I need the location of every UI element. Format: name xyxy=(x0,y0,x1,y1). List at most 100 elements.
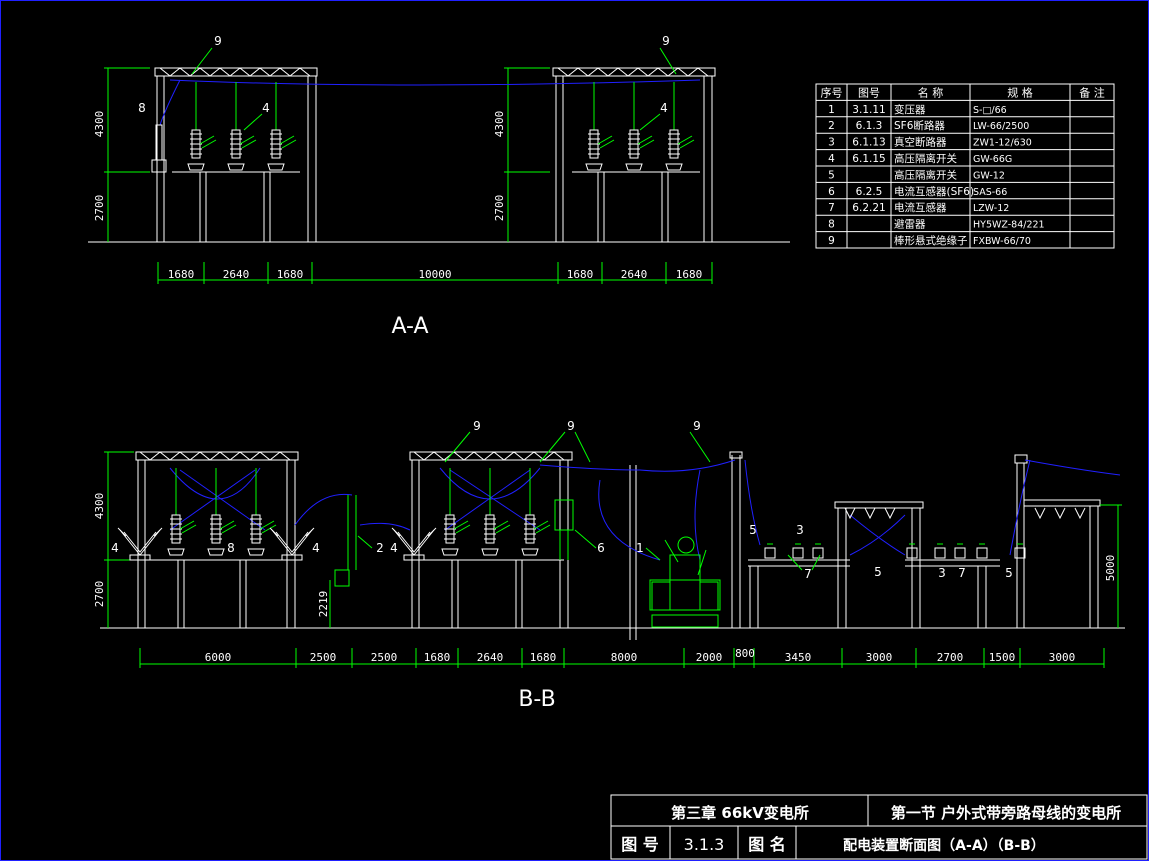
table-cell-r3-c2: 高压隔离开关 xyxy=(894,152,957,165)
table-cell-r1-c0: 2 xyxy=(828,120,835,132)
disconnectors-aa xyxy=(151,124,695,173)
bb-label-4a: 4 xyxy=(111,541,119,555)
bb-height-2700: 2700 xyxy=(93,581,106,608)
table-cell-r3-c0: 4 xyxy=(828,153,835,165)
bb-span-5: 1680 xyxy=(530,651,557,664)
aa-span-6: 1680 xyxy=(676,268,703,281)
bb-leaders xyxy=(357,431,821,571)
table-header-0: 序号 xyxy=(821,85,843,99)
aa-label-4-right: 4 xyxy=(660,101,668,115)
bb-span-7: 2000 xyxy=(696,651,723,664)
table-cell-r4-c2: 高压隔离开关 xyxy=(894,168,957,181)
table-cell-r6-c0: 7 xyxy=(828,202,835,214)
bb-label-7a: 7 xyxy=(804,567,812,581)
bb-label-3b: 3 xyxy=(938,566,946,580)
table-cell-r0-c2: 变压器 xyxy=(894,103,926,116)
bb-height-5000: 5000 xyxy=(1104,555,1117,582)
bb-span-0: 6000 xyxy=(205,651,232,664)
aa-height-2700-left: 2700 xyxy=(93,195,106,222)
bb-span-10: 3000 xyxy=(866,651,893,664)
gantry-beam-right xyxy=(552,67,716,77)
bb-label-2: 2 xyxy=(376,541,384,555)
aa-height-2700-right: 2700 xyxy=(493,195,506,222)
table-header-4: 备 注 xyxy=(1079,85,1105,99)
table-cell-r5-c3: SAS-66 xyxy=(973,187,1007,198)
table-cell-r7-c3: HY5WZ-84/221 xyxy=(973,220,1045,231)
bb-label-7b: 7 xyxy=(958,566,966,580)
table-cell-r6-c3: LZW-12 xyxy=(973,203,1009,214)
drawing-no: 3.1.3 xyxy=(684,835,725,854)
bb-label-6: 6 xyxy=(597,541,605,555)
equipment-bb xyxy=(175,468,721,628)
bb-height-2219: 2219 xyxy=(317,591,330,618)
bb-label-9b: 9 xyxy=(567,419,575,433)
bb-section-title: B-B xyxy=(518,687,555,712)
aa-height-4300-right: 4300 xyxy=(493,111,506,138)
aa-section-title: A-A xyxy=(391,314,428,339)
table-cell-r1-c1: 6.1.3 xyxy=(856,120,883,132)
table-cell-r8-c2: 棒形悬式绝缘子 xyxy=(894,234,968,247)
table-cell-r8-c0: 9 xyxy=(828,235,835,247)
section-aa xyxy=(88,67,790,284)
table-cell-r4-c0: 5 xyxy=(828,169,835,181)
table-cell-r2-c2: 真空断路器 xyxy=(894,136,947,149)
disconnectors-bb xyxy=(117,507,1086,561)
table-cell-r6-c2: 电流互感器 xyxy=(894,201,947,214)
table-header-1: 图号 xyxy=(858,86,880,99)
table-header-2: 名 称 xyxy=(918,85,944,99)
bb-label-4c: 4 xyxy=(390,541,398,555)
conductor-aa xyxy=(169,79,701,86)
bb-span-11: 2700 xyxy=(937,651,964,664)
bb-span-9: 3450 xyxy=(785,651,812,664)
table-cell-r4-c3: GW-12 xyxy=(973,170,1005,181)
table-cell-r3-c3: GW-66G xyxy=(973,154,1012,165)
table-cell-r0-c1: 3.1.11 xyxy=(852,104,885,116)
table-cell-r8-c3: FXBW-66/70 xyxy=(973,236,1031,247)
gantry-beam-left xyxy=(154,67,318,77)
table-cell-r5-c1: 6.2.5 xyxy=(856,186,883,198)
table-cell-r0-c0: 1 xyxy=(828,104,835,116)
bb-label-4b: 4 xyxy=(312,541,320,555)
aa-span-2: 1680 xyxy=(277,268,304,281)
bb-label-5a: 5 xyxy=(749,523,757,537)
truss-right xyxy=(557,67,709,77)
table-cell-r3-c1: 6.1.15 xyxy=(852,153,885,165)
bb-span-12: 1500 xyxy=(989,651,1016,664)
equipment-table: 序号 图号 名 称 规 格 备 注 1 3.1.11 变压器 S-□/66 2 6.1.3 SF6断路… xyxy=(815,83,1115,249)
bb-span-3: 1680 xyxy=(424,651,451,664)
bb-label-8: 8 xyxy=(227,541,235,555)
bb-label-5c: 5 xyxy=(1005,566,1013,580)
table-cell-r7-c0: 8 xyxy=(828,219,835,231)
bb-span-1: 2500 xyxy=(310,651,337,664)
title-section: 第一节 户外式带旁路母线的变电所 xyxy=(891,804,1121,822)
title-block xyxy=(610,794,1148,860)
aa-label-4-left: 4 xyxy=(262,101,270,115)
table-cell-r5-c2: 电流互感器(SF6) xyxy=(894,185,974,198)
table-header-3: 规 格 xyxy=(1007,85,1033,99)
table-cell-r2-c1: 6.1.13 xyxy=(852,137,885,149)
aa-height-4300-left: 4300 xyxy=(93,111,106,138)
table-cell-r2-c0: 3 xyxy=(828,137,835,149)
aa-label-8: 8 xyxy=(138,101,146,115)
aa-span-5: 2640 xyxy=(621,268,648,281)
aa-label-9-left: 9 xyxy=(214,34,222,48)
conductors-bb xyxy=(169,459,1121,561)
drawing-name: 配电装置断面图（A-A）（B-B） xyxy=(843,837,1045,854)
aa-label-9-right: 9 xyxy=(662,34,670,48)
bb-label-3a: 3 xyxy=(796,523,804,537)
table-cell-r1-c2: SF6断路器 xyxy=(894,119,945,132)
bb-label-9a: 9 xyxy=(473,419,481,433)
bb-label-1: 1 xyxy=(636,541,644,555)
bb-span-4: 2640 xyxy=(477,651,504,664)
equipment-aa xyxy=(195,82,675,130)
bb-span-2: 2500 xyxy=(371,651,398,664)
aa-span-1: 2640 xyxy=(223,268,250,281)
table-cell-r6-c1: 6.2.21 xyxy=(852,202,885,214)
table-cell-r7-c2: 避雷器 xyxy=(894,218,926,231)
bb-label-5b: 5 xyxy=(874,565,882,579)
aa-span-0: 1680 xyxy=(168,268,195,281)
truss-left xyxy=(159,67,311,77)
title-chapter: 第三章 66kV变电所 xyxy=(671,804,809,822)
table-cell-r0-c3: S-□/66 xyxy=(973,105,1007,116)
table-cell-r1-c3: LW-66/2500 xyxy=(973,121,1029,132)
